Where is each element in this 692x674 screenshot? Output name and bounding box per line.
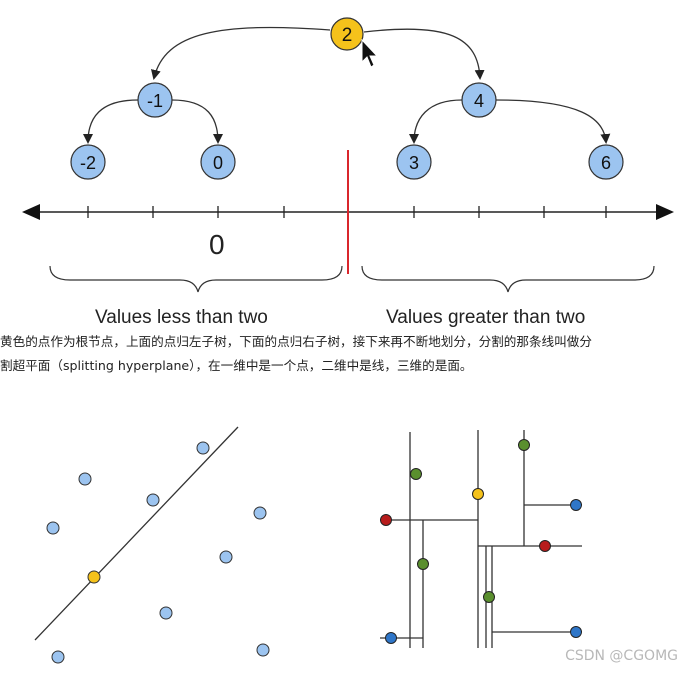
line-split-diagram xyxy=(34,426,270,664)
caption-line: 黄色的点作为根节点，上面的点归左子树，下面的点归右子树，接下来再不断地划分，分割… xyxy=(0,334,592,349)
arrow-right-icon xyxy=(656,204,674,220)
point xyxy=(46,521,60,535)
caption-line: 割超平面（splitting hyperplane），在一维中是一个点，二维中是… xyxy=(0,358,473,373)
green-point xyxy=(417,558,429,570)
red-point xyxy=(539,540,551,552)
node-left-right: 0 xyxy=(200,144,236,180)
node-label: -1 xyxy=(147,91,163,111)
kd-partition-diagram xyxy=(380,430,582,648)
point xyxy=(146,493,160,507)
right-group-label: Values greater than two xyxy=(386,307,586,328)
caption-paragraph: 黄色的点作为根节点，上面的点归左子树，下面的点归右子树，接下来再不断地划分，分割… xyxy=(0,330,692,378)
green-point xyxy=(518,439,530,451)
cursor-icon xyxy=(361,38,379,68)
green-point xyxy=(483,591,495,603)
red-point xyxy=(380,514,392,526)
blue-point xyxy=(385,632,397,644)
node-left: -1 xyxy=(137,82,173,118)
node-label: 6 xyxy=(601,153,611,173)
point xyxy=(51,650,65,664)
right-brace xyxy=(361,265,655,293)
left-brace xyxy=(49,265,343,293)
node-label: -2 xyxy=(80,153,96,173)
arrow-left-icon xyxy=(22,204,40,220)
point xyxy=(159,606,173,620)
node-label: 4 xyxy=(474,91,484,111)
edge-right-rightleft xyxy=(409,99,463,144)
node-right-left: 3 xyxy=(396,144,432,180)
edge-root-right xyxy=(363,28,485,80)
point xyxy=(219,550,233,564)
root-point xyxy=(87,570,101,584)
watermark: CSDN @CGOMG xyxy=(565,648,678,664)
point xyxy=(256,643,270,657)
root-point xyxy=(472,488,484,500)
node-label: 2 xyxy=(342,25,353,46)
point xyxy=(253,506,267,520)
edge-left-leftright xyxy=(171,99,223,144)
blue-point xyxy=(570,626,582,638)
node-right: 4 xyxy=(461,82,497,118)
edge-root-left xyxy=(151,26,331,80)
node-label: 0 xyxy=(213,153,223,173)
node-label: 3 xyxy=(409,153,419,173)
hyperplane-line xyxy=(34,426,239,641)
green-point xyxy=(410,468,422,480)
edge-left-leftleft xyxy=(83,99,139,144)
edge-right-rightright xyxy=(495,99,611,144)
point xyxy=(78,472,92,486)
node-right-right: 6 xyxy=(588,144,624,180)
axis-zero-label: 0 xyxy=(209,229,225,260)
binary-tree-diagram: 2 -1 4 -2 0 3 6 xyxy=(22,17,674,293)
node-root: 2 xyxy=(330,17,364,51)
node-left-left: -2 xyxy=(70,144,106,180)
left-group-label: Values less than two xyxy=(95,307,268,328)
point xyxy=(196,441,210,455)
blue-point xyxy=(570,499,582,511)
